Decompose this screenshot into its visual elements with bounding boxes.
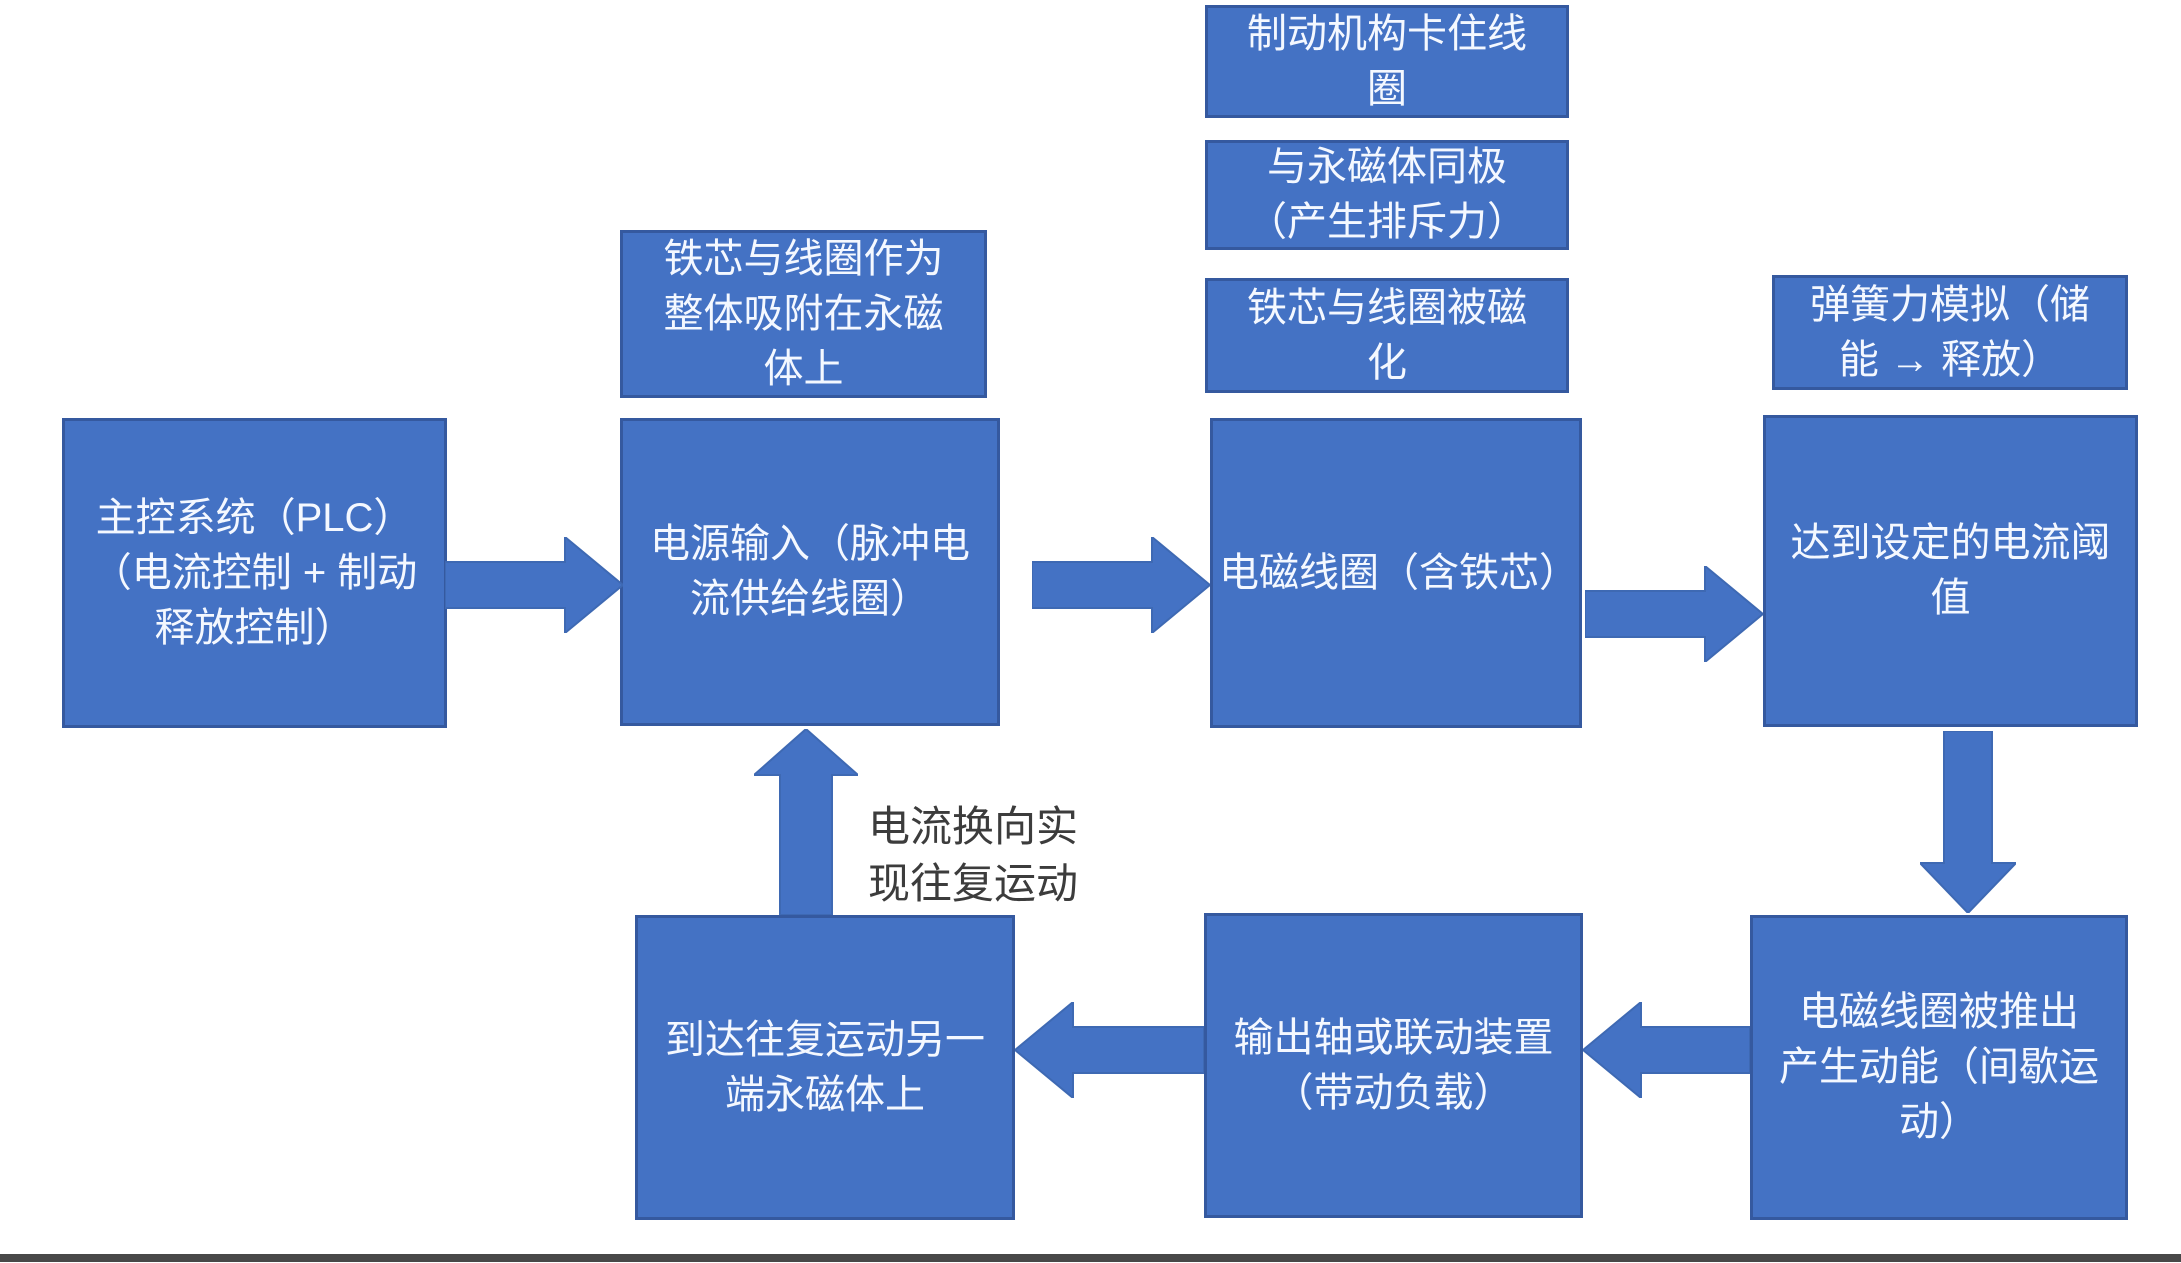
node-output-shaft: 输出轴或联动装置 （带动负载） <box>1204 913 1583 1218</box>
arrow-reach-up-to-power-icon <box>754 729 858 915</box>
arrow-coil-to-threshold-icon <box>1585 566 1763 662</box>
node-coil-pushed-out: 电磁线圈被推出 产生动能（间歇运 动） <box>1750 915 2128 1220</box>
node-magnetized-note: 铁芯与线圈被磁 化 <box>1205 278 1569 393</box>
feedback-label: 电流换向实 现往复运动 <box>868 803 1079 907</box>
arrow-pushed-to-output-icon <box>1583 1002 1750 1098</box>
node-adsorbed-note: 铁芯与线圈作为 整体吸附在永磁 体上 <box>620 230 987 398</box>
node-same-pole-note: 与永磁体同极 （产生排斥力） <box>1205 140 1569 250</box>
arrow-plc-to-power-icon <box>445 537 623 633</box>
arrow-threshold-down-icon <box>1920 731 2016 913</box>
arrow-power-to-coil-icon <box>1032 537 1210 633</box>
video-bottom-edge <box>0 1254 2181 1262</box>
node-reach-other-end: 到达往复运动另一 端永磁体上 <box>635 915 1015 1220</box>
node-spring-note: 弹簧力模拟（储 能 → 释放） <box>1772 275 2128 390</box>
node-power-input: 电源输入（脉冲电 流供给线圈） <box>620 418 1000 726</box>
node-electromagnetic-coil: 电磁线圈（含铁芯） <box>1210 418 1582 728</box>
node-current-threshold: 达到设定的电流阈 值 <box>1763 415 2138 727</box>
node-brake-note: 制动机构卡住线 圈 <box>1205 5 1569 118</box>
node-main-control-plc: 主控系统（PLC） （电流控制 + 制动 释放控制） <box>62 418 447 728</box>
arrow-output-to-reach-icon <box>1015 1002 1204 1098</box>
